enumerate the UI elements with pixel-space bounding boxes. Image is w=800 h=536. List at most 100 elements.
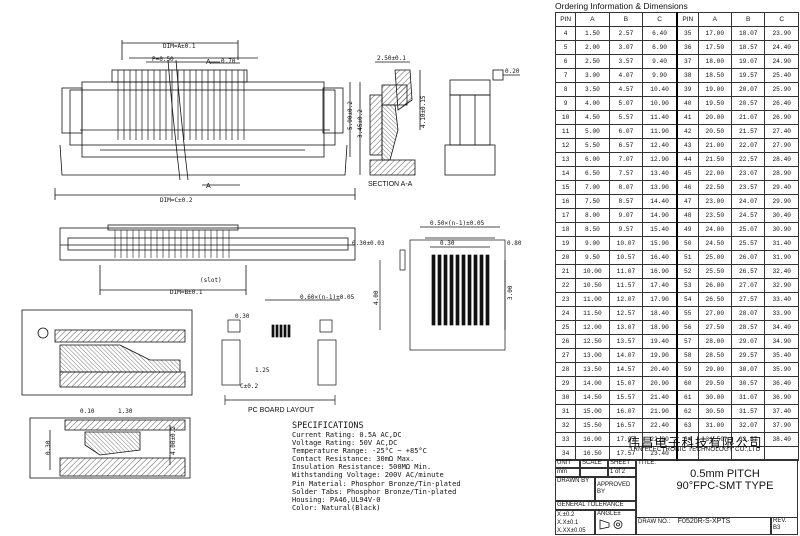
table-cell: 3.57 <box>608 54 644 69</box>
table-cell: 16.57 <box>608 418 644 433</box>
table-cell: 8 <box>554 82 577 97</box>
table-cell: 20.07 <box>730 82 766 97</box>
dim-030-fpc: 0.30 <box>440 240 455 247</box>
table-cell: 36.40 <box>764 376 799 391</box>
table-cell: 30.50 <box>697 404 733 419</box>
table-cell: 34.90 <box>764 334 799 349</box>
table-cell: 11.40 <box>642 110 678 125</box>
table-cell: 8.00 <box>575 208 610 223</box>
sheet-value: 1 of 2 <box>608 468 636 477</box>
dim-125: 1.25 <box>255 367 270 374</box>
table-cell: 30 <box>554 390 577 405</box>
tolerance-3: X.XX±0.05 <box>557 528 586 534</box>
table-cell: 31.57 <box>730 404 766 419</box>
order-header-cell: A <box>697 12 733 27</box>
table-cell: 16 <box>554 194 577 209</box>
draw-no-value: F0520R-S-XPTS <box>677 518 731 525</box>
table-cell: 14.57 <box>608 362 644 377</box>
table-cell: 28.57 <box>730 320 766 335</box>
specs-title: SPECIFICATIONS <box>292 421 364 431</box>
table-cell: 27 <box>554 348 577 363</box>
table-cell: 31.40 <box>764 236 799 251</box>
spec-line: Contact Resistance: 30mΩ Max. <box>292 455 415 464</box>
table-cell: 18.90 <box>642 320 678 335</box>
order-header-cell: C <box>764 12 799 27</box>
table-cell: 43 <box>675 138 699 153</box>
table-cell: 30.00 <box>697 390 733 405</box>
table-cell: 52 <box>675 264 699 279</box>
table-cell: 24.07 <box>730 194 766 209</box>
table-cell: 40 <box>675 96 699 111</box>
table-cell: 25 <box>554 320 577 335</box>
table-cell: 57 <box>675 334 699 349</box>
table-cell: 15.90 <box>642 236 678 251</box>
spec-line: Current Rating: 0.5A AC,DC <box>292 431 402 439</box>
table-cell: 9.40 <box>642 54 678 69</box>
unit-label: UNIT <box>555 459 580 468</box>
table-cell: 4.50 <box>575 110 610 125</box>
table-cell: 47 <box>675 194 699 209</box>
rev-value: B3 <box>773 525 781 531</box>
part-title-line-2: 90°FPC-SMT TYPE <box>676 480 774 492</box>
table-cell: 61 <box>675 390 699 405</box>
spec-line: Solder Tabs: Phosphor Bronze/Tin-plated <box>292 487 457 496</box>
table-cell: 4 <box>554 26 577 41</box>
table-cell: 22.50 <box>697 180 733 195</box>
table-cell: 25.00 <box>697 250 733 265</box>
spec-line: Housing: PA46,UL94V-0 <box>292 495 381 504</box>
company-name-cn: 伟昌电子科技有限公司 <box>627 435 763 450</box>
table-cell: 36 <box>675 40 699 55</box>
table-cell: 17.50 <box>697 40 733 55</box>
table-cell: 33.90 <box>764 306 799 321</box>
table-cell: 10.90 <box>642 96 678 111</box>
table-cell: 20.57 <box>730 96 766 111</box>
title-block: 伟昌电子科技有限公司 TRN ELECTRONIC TECHNOLOGY CO.… <box>555 432 798 535</box>
dim-030-03: 0.30±0.03 <box>352 240 385 247</box>
dim-400: 4.00 <box>373 290 380 305</box>
table-cell: 15 <box>554 180 577 195</box>
table-cell: 5 <box>554 40 577 55</box>
angle-cell: ANGLE± <box>595 510 636 535</box>
table-cell: 41 <box>675 110 699 125</box>
table-cell: 50 <box>675 236 699 251</box>
table-cell: 26.40 <box>764 96 799 111</box>
table-cell: 29.50 <box>697 376 733 391</box>
table-cell: 22.57 <box>730 152 766 167</box>
table-cell: 8.57 <box>608 194 644 209</box>
table-cell: 7.57 <box>608 166 644 181</box>
table-cell: 23.50 <box>697 208 733 223</box>
table-cell: 49 <box>675 222 699 237</box>
table-cell: 21.07 <box>730 110 766 125</box>
table-cell: 23.00 <box>697 194 733 209</box>
table-cell: 16.50 <box>575 446 610 461</box>
rev-cell: REV. B3 <box>771 517 798 535</box>
general-tolerance-label: GENERAL TOLERANCE <box>555 501 636 510</box>
table-cell: 16.90 <box>642 264 678 279</box>
scale-label: SCALE <box>580 459 608 468</box>
table-cell: 14.07 <box>608 348 644 363</box>
table-cell: 16.07 <box>608 404 644 419</box>
table-cell: 12.50 <box>575 334 610 349</box>
order-header-cell: C <box>642 12 678 27</box>
dim-pitch-x: 0.50×(n-1)±0.05 <box>430 220 485 227</box>
table-cell: 23.57 <box>730 180 766 195</box>
table-cell: 27.57 <box>730 292 766 307</box>
table-cell: 26 <box>554 334 577 349</box>
dim-030-pcb: 0.30 <box>235 313 250 320</box>
table-cell: 56 <box>675 320 699 335</box>
table-cell: 15.50 <box>575 418 610 433</box>
table-cell: 26.57 <box>730 264 766 279</box>
dim-020-side: 0.20 <box>505 68 520 75</box>
top-view <box>54 40 361 200</box>
arrow-a-top: A <box>206 59 211 66</box>
